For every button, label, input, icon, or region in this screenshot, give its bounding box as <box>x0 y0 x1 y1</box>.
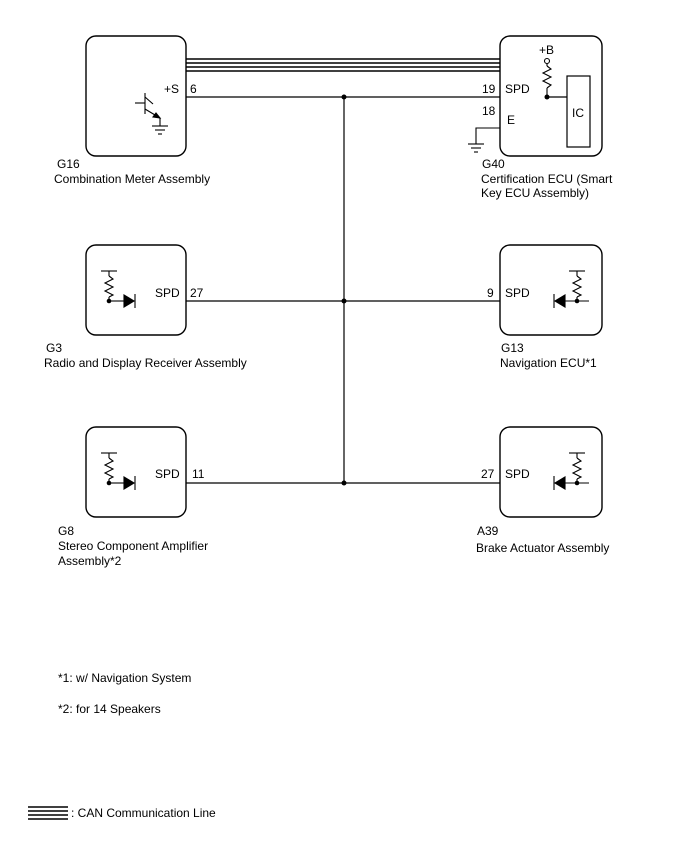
pin-number: 11 <box>192 467 205 481</box>
component-code: G16 <box>57 157 80 171</box>
terminal-label: SPD <box>505 82 530 96</box>
component-name: Assembly*2 <box>58 554 122 568</box>
pin-number: 18 <box>482 104 496 118</box>
terminal-label: SPD <box>155 286 180 300</box>
pin-number: 6 <box>190 82 197 96</box>
footnote: *1: w/ Navigation System <box>58 671 191 685</box>
component-a39: 27 SPD A39 Brake Actuator Assembly <box>476 426 609 555</box>
component-box <box>85 35 187 157</box>
terminal-label: +S <box>164 82 179 96</box>
ground-icon <box>152 125 168 135</box>
terminal-label: SPD <box>505 286 530 300</box>
legend-label: : CAN Communication Line <box>71 806 216 820</box>
pin-number: 27 <box>190 286 204 300</box>
component-name: Navigation ECU*1 <box>500 356 597 370</box>
component-name: Brake Actuator Assembly <box>476 541 609 555</box>
resistor-icon <box>541 57 553 97</box>
pin-number: 9 <box>487 286 494 300</box>
component-code: G3 <box>46 341 62 355</box>
ground-icon <box>468 127 500 153</box>
footnote: *2: for 14 Speakers <box>58 702 161 716</box>
component-code: G8 <box>58 524 74 538</box>
component-name: Combination Meter Assembly <box>54 172 210 186</box>
pullup-resistor-icon <box>101 270 124 302</box>
transistor-icon <box>135 93 162 126</box>
component-name: Radio and Display Receiver Assembly <box>44 356 247 370</box>
component-box <box>499 426 603 518</box>
can-line-symbol <box>28 806 68 820</box>
component-name: Stereo Component Amplifier <box>58 539 208 553</box>
ic-label: IC <box>572 106 584 120</box>
can-communication-line <box>186 58 500 72</box>
component-box <box>499 244 603 336</box>
diode-icon <box>123 476 136 490</box>
diode-icon <box>123 294 136 308</box>
component-g40: +B IC 19 SPD 18 E G40 Certification ECU … <box>468 35 613 200</box>
legend-can-line: : CAN Communication Line <box>28 806 216 820</box>
component-g13: 9 SPD G13 Navigation ECU*1 <box>487 244 603 370</box>
junction-dot <box>106 298 112 304</box>
component-box <box>85 426 187 518</box>
junction-dot <box>341 298 347 304</box>
junction-dot <box>574 298 580 304</box>
junction-dot <box>341 480 347 486</box>
terminal-label: SPD <box>505 467 530 481</box>
junction-dot <box>106 480 112 486</box>
supply-label: +B <box>539 43 554 57</box>
component-name: Key ECU Assembly) <box>481 186 589 200</box>
component-g3: SPD 27 G3 Radio and Display Receiver Ass… <box>44 244 247 370</box>
component-name: Certification ECU (Smart <box>481 172 613 186</box>
component-g8: SPD 11 G8 Stereo Component Amplifier Ass… <box>58 426 208 568</box>
component-box <box>85 244 187 336</box>
pin-number: 27 <box>481 467 495 481</box>
junction-dot <box>341 94 347 100</box>
ic-block <box>566 75 591 148</box>
pin-number: 19 <box>482 82 496 96</box>
component-code: G40 <box>482 157 505 171</box>
terminal-label: SPD <box>155 467 180 481</box>
junction-dot <box>574 480 580 486</box>
component-code: G13 <box>501 341 524 355</box>
component-g16: +S 6 G16 Combination Meter Assembly <box>54 35 210 186</box>
component-code: A39 <box>477 524 499 538</box>
terminal-label: E <box>507 113 515 127</box>
